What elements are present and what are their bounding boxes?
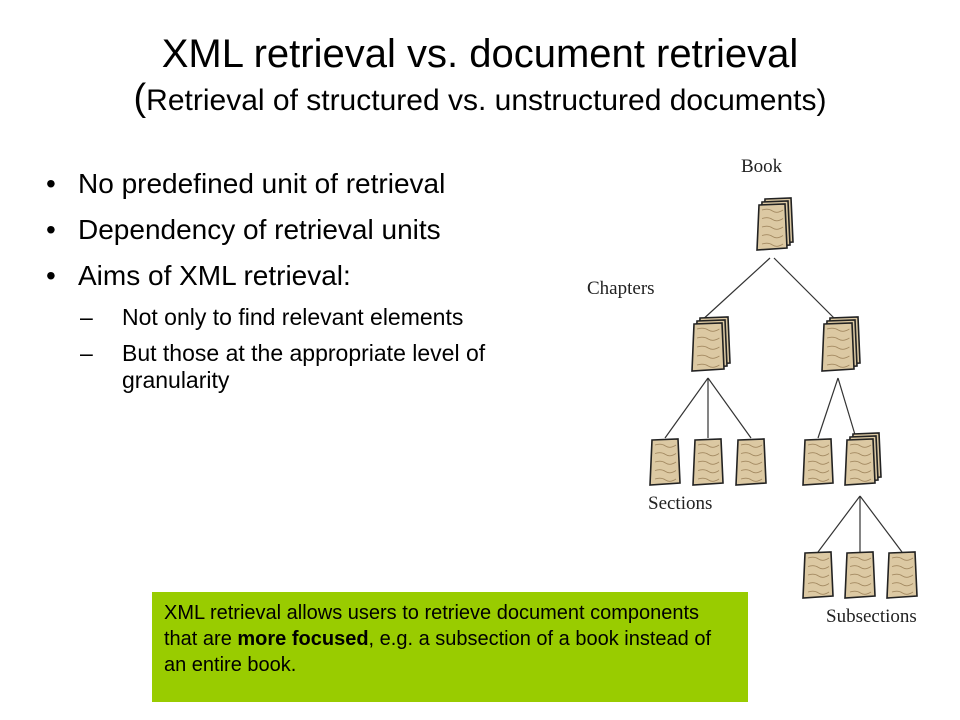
bullet-list: No predefined unit of retrieval Dependen… — [40, 168, 540, 408]
document-stack-icon — [821, 316, 861, 372]
slide-title: XML retrieval vs. document retrieval (Re… — [0, 30, 960, 121]
sub-bullet-text: But those at the appropriate level of gr… — [122, 340, 486, 393]
callout-text-before: XML retrieval allows users to retrieve d… — [164, 602, 700, 650]
bullet-text: Aims of XML retrieval: — [78, 260, 351, 291]
document-stack-icon — [692, 438, 724, 486]
label-sections: Sections — [648, 493, 713, 514]
label-subsections: Subsections — [826, 606, 917, 627]
label-chapters: Chapters — [587, 278, 655, 299]
tree-edge — [817, 377, 839, 439]
sub-bullet-list: Not only to find relevant elements But t… — [78, 304, 540, 394]
sub-bullet-item: Not only to find relevant elements — [80, 304, 540, 331]
title-main: XML retrieval vs. document retrieval — [161, 32, 799, 76]
document-tree-diagram: Book Chapters Sections Subsections — [560, 140, 960, 640]
callout-text-after: , e.g. a subsection of a book instead of… — [164, 628, 711, 676]
document-stack-icon — [691, 316, 731, 372]
tree-edge — [773, 257, 839, 323]
bullet-text: Dependency of retrieval units — [78, 214, 441, 245]
document-stack-icon — [649, 438, 681, 486]
title-paren-close: ) — [816, 84, 827, 117]
tree-edge — [837, 377, 857, 439]
bullet-item: Dependency of retrieval units — [40, 214, 540, 246]
tree-edge — [859, 495, 903, 553]
bullet-text: No predefined unit of retrieval — [78, 168, 446, 199]
tree-svg — [649, 197, 918, 599]
document-stack-icon — [735, 438, 767, 486]
sub-bullet-text: Not only to find relevant elements — [122, 304, 464, 330]
tree-edge — [699, 257, 771, 323]
document-stack-icon — [844, 551, 876, 599]
document-stack-icon — [802, 551, 834, 599]
callout-box: XML retrieval allows users to retrieve d… — [152, 592, 748, 702]
document-stack-icon — [802, 438, 834, 486]
bullet-item: Aims of XML retrieval: Not only to find … — [40, 260, 540, 394]
tree-edge — [817, 495, 861, 553]
callout-text-bold: more focused — [237, 628, 369, 650]
document-stack-icon — [886, 551, 918, 599]
label-book: Book — [741, 156, 783, 177]
tree-edge — [664, 377, 709, 439]
document-stack-icon — [844, 432, 882, 486]
document-stack-icon — [756, 197, 794, 251]
bullet-item: No predefined unit of retrieval — [40, 168, 540, 200]
title-subtitle: (Retrieval of structured vs. unstructure… — [0, 78, 960, 121]
sub-bullet-item: But those at the appropriate level of gr… — [80, 340, 540, 394]
title-sub-text: Retrieval of structured vs. unstructured… — [146, 84, 817, 117]
title-paren-open: ( — [133, 77, 147, 119]
tree-edge — [707, 377, 752, 439]
